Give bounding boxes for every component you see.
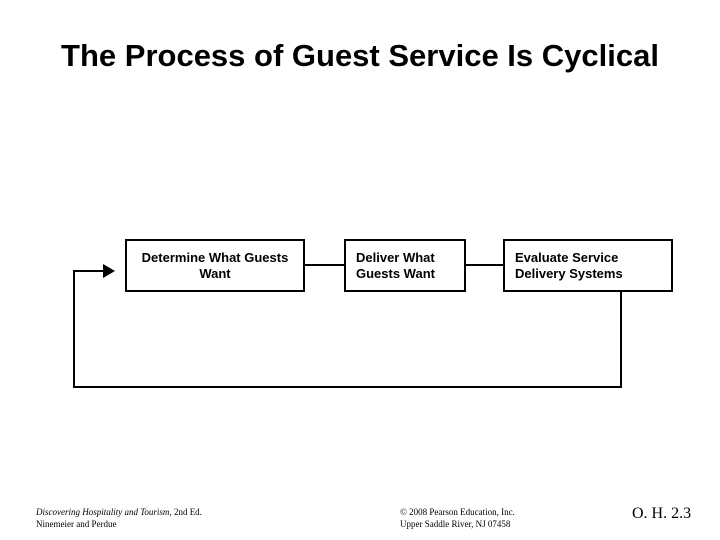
feedback-loop-segment-down (620, 292, 622, 388)
footer-source: Discovering Hospitality and Tourism, 2nd… (36, 506, 202, 530)
slide-number: O. H. 2.3 (632, 505, 692, 522)
flow-box-deliver: Deliver What Guests Want (344, 239, 466, 292)
footer-copyright: © 2008 Pearson Education, Inc. Upper Sad… (400, 506, 515, 530)
flow-box-evaluate: Evaluate Service Delivery Systems (503, 239, 673, 292)
flow-box-determine: Determine What Guests Want (125, 239, 305, 292)
connector-deliver-to-evaluate (466, 264, 503, 266)
connector-determine-to-deliver (305, 264, 344, 266)
footer-copyright-line2: Upper Saddle River, NJ 07458 (400, 519, 511, 529)
feedback-loop-arrowhead-icon (103, 264, 115, 278)
feedback-loop-segment-bottom (73, 386, 622, 388)
feedback-loop-segment-arrow-line (73, 270, 105, 272)
footer-source-edition: , 2nd Ed. (169, 507, 202, 517)
footer-source-authors: Ninemeier and Perdue (36, 519, 117, 529)
footer-copyright-line1: © 2008 Pearson Education, Inc. (400, 507, 515, 517)
flow-box-evaluate-label: Evaluate Service Delivery Systems (515, 249, 623, 281)
footer-source-title: Discovering Hospitality and Tourism (36, 507, 170, 517)
page-title: The Process of Guest Service Is Cyclical (61, 38, 659, 73)
feedback-loop-segment-up (73, 271, 75, 388)
flow-box-deliver-label: Deliver What Guests Want (356, 249, 435, 281)
flow-box-determine-label: Determine What Guests Want (141, 249, 289, 281)
